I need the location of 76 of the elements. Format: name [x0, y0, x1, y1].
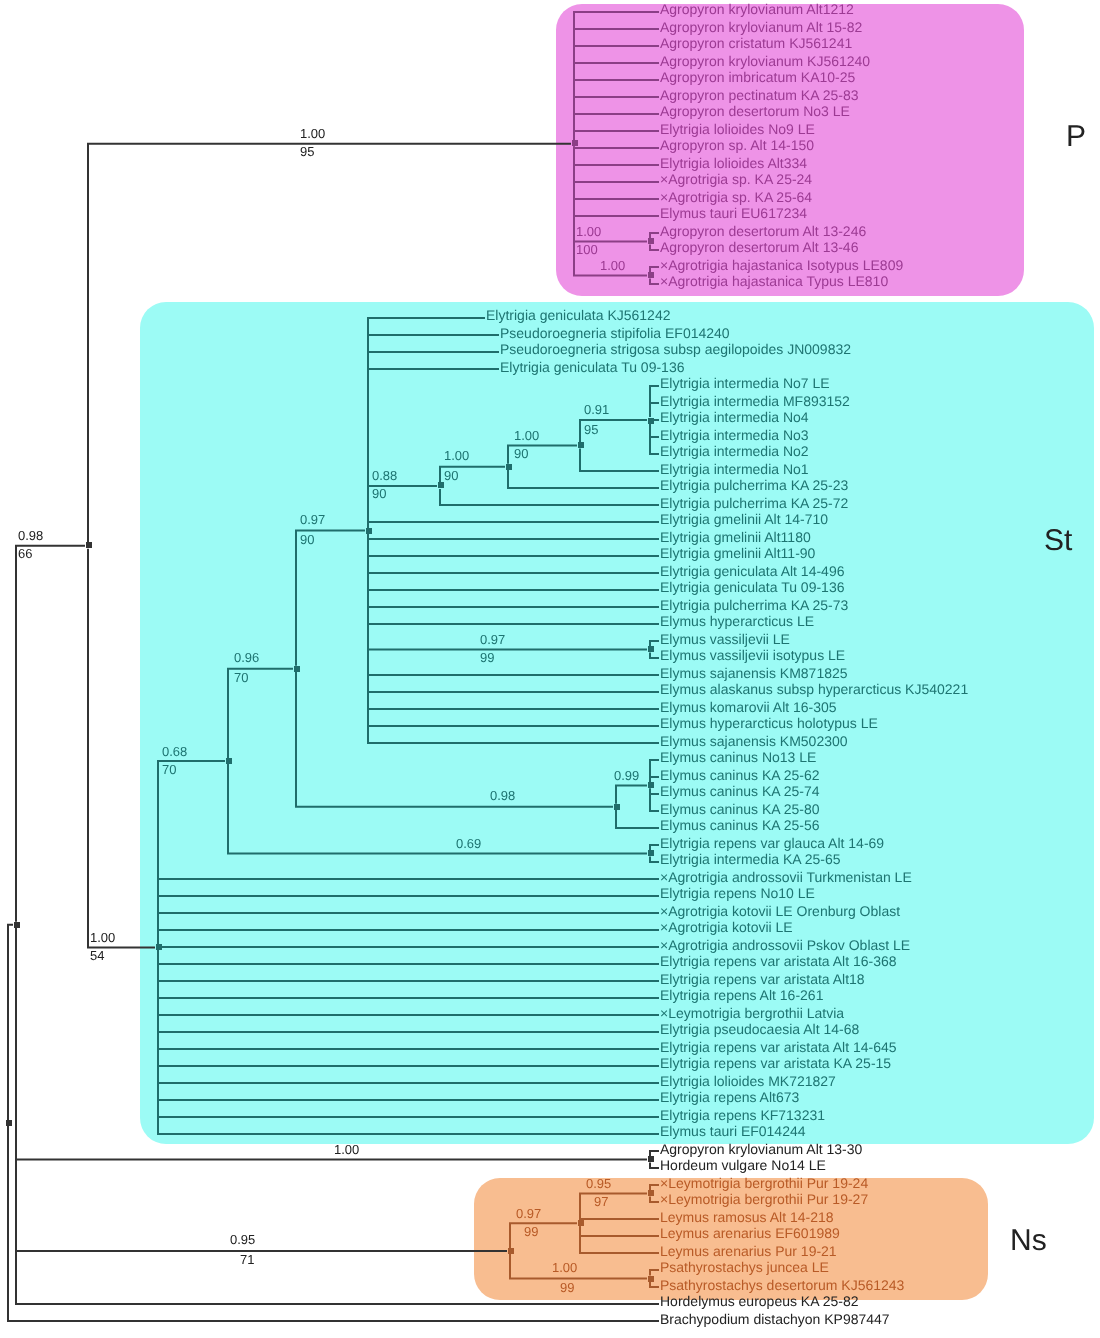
- branch-junction: [647, 1156, 653, 1163]
- tree-branch: [649, 787, 660, 795]
- tree-branch: [649, 1280, 660, 1288]
- tree-branch: [649, 1195, 660, 1203]
- branch-junction: [13, 921, 19, 928]
- tree-branch: [509, 1252, 648, 1280]
- tree-branch: [439, 465, 506, 484]
- branch-junction: [647, 272, 653, 279]
- branch-junction: [365, 527, 371, 534]
- tree-branch: [367, 532, 660, 540]
- tree-branch: [579, 419, 648, 444]
- tree-branch: [507, 444, 578, 465]
- tree-branch: [579, 1192, 648, 1222]
- tree-branch: [615, 808, 660, 829]
- branch-junction: [647, 782, 653, 789]
- tree-branch: [649, 776, 660, 784]
- branch-junction: [5, 1119, 11, 1126]
- tree-branch: [579, 1225, 660, 1254]
- branch-junction: [437, 482, 443, 489]
- tree-branch: [652, 419, 660, 421]
- tree-branch: [439, 487, 660, 506]
- tree-branch: [615, 784, 648, 805]
- tree-branch: [649, 402, 660, 418]
- tree-branch: [649, 243, 660, 251]
- tree-branch: [649, 232, 660, 240]
- branch-junction: [155, 944, 161, 951]
- branch-junction: [647, 417, 653, 423]
- branch-junction: [577, 1220, 583, 1227]
- branch-junction: [225, 758, 231, 765]
- tree-branch: [649, 640, 660, 648]
- branch-junction: [85, 542, 91, 549]
- tree-branch: [367, 521, 660, 529]
- branch-junction: [613, 803, 619, 810]
- tree-branch: [649, 266, 660, 274]
- tree-branch: [507, 468, 660, 489]
- branch-junction: [647, 646, 653, 653]
- tree-branch: [157, 929, 660, 946]
- tree-branch: [649, 1150, 660, 1158]
- tree-branch: [649, 1269, 660, 1277]
- tree-branch: [295, 670, 614, 808]
- tree-branch: [649, 651, 660, 659]
- tree-branch: [87, 547, 156, 949]
- tree-branch: [573, 130, 660, 142]
- clade-label: St: [1044, 524, 1073, 558]
- tree-branch: [7, 923, 14, 1121]
- branch-junction: [577, 442, 583, 449]
- branch-junction: [505, 463, 511, 470]
- branch-junction: [647, 238, 653, 245]
- tree-branch: [649, 844, 660, 852]
- tree-branch: [573, 145, 660, 149]
- clade-label: Ns: [1010, 1224, 1047, 1258]
- tree-branch: [649, 277, 660, 285]
- tree-branch: [227, 667, 294, 760]
- tree-branch: [649, 1184, 660, 1192]
- branch-junction: [647, 850, 653, 857]
- branch-junction: [571, 140, 577, 147]
- tree-branch: [157, 943, 660, 948]
- tree-branch: [649, 422, 660, 455]
- tree-branch: [87, 142, 572, 544]
- tree-branch: [15, 544, 86, 923]
- tree-branch: [7, 1124, 660, 1322]
- clade-label: P: [1066, 120, 1087, 154]
- tree-branch: [649, 787, 660, 812]
- branch-junction: [647, 1275, 653, 1282]
- tree-branch: [509, 1222, 578, 1249]
- branch-junction: [507, 1247, 513, 1254]
- tree-branch: [295, 529, 366, 667]
- tree-branch: [573, 145, 648, 277]
- tree-branch: [15, 926, 660, 1305]
- branch-junction: [293, 665, 299, 672]
- branch-junction: [647, 1190, 653, 1197]
- tree-branch: [649, 855, 660, 863]
- tree-branch: [649, 1161, 660, 1169]
- tree-branch: [579, 447, 660, 472]
- tree-branch: [579, 1218, 660, 1222]
- tree-branch: [227, 763, 648, 855]
